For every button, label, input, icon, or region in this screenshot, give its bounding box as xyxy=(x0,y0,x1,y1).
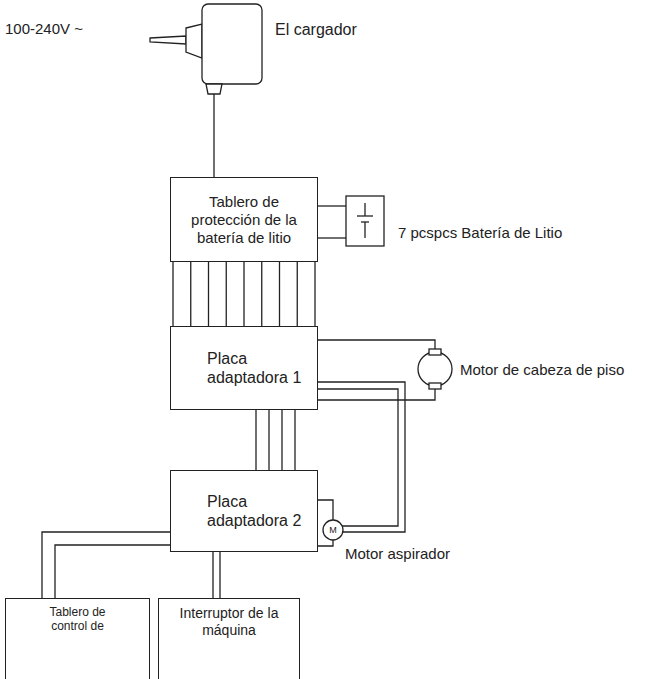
box-text: Placa adaptadora 1 xyxy=(207,349,307,387)
part-label: 100-240V ~ xyxy=(5,20,83,38)
protection-board: Tablero de protección de la batería de l… xyxy=(170,177,318,262)
part-label: El cargador xyxy=(275,20,357,39)
wire-connector xyxy=(261,262,262,326)
wire-connector xyxy=(55,545,170,598)
adapter-board: Placa adaptadora 2 xyxy=(170,470,318,552)
wire-connector xyxy=(208,262,209,326)
motor-letter: M xyxy=(329,525,337,536)
suction-motor-symbol xyxy=(318,382,405,546)
wire-connector xyxy=(172,262,173,326)
wire-connector xyxy=(314,262,315,326)
machine-switch: Interruptor de la máquina xyxy=(158,598,300,679)
wire-connector xyxy=(212,552,213,598)
adapter-board: Placa adaptadora 1 xyxy=(170,326,318,410)
floor-motor-symbol xyxy=(318,340,452,400)
wire-connector xyxy=(297,262,298,326)
box-text: Tablero de control de xyxy=(38,605,118,634)
part-label: 7 pcspcs Batería de Litio xyxy=(398,224,562,242)
wire-connector xyxy=(42,532,170,598)
wire-connector xyxy=(190,262,191,326)
wire-connector xyxy=(294,410,295,470)
wire-connector xyxy=(268,410,269,470)
wire-connector xyxy=(279,262,280,326)
battery-symbol xyxy=(318,196,384,246)
wire-connector xyxy=(281,410,282,470)
wire-connector xyxy=(219,552,220,598)
box-text: Interruptor de la máquina xyxy=(174,605,284,639)
wire-connector xyxy=(226,262,227,326)
box-text: Tablero de protección de la batería de l… xyxy=(179,193,309,247)
part-label: Motor de cabeza de piso xyxy=(460,361,624,379)
box-text: Placa adaptadora 2 xyxy=(207,492,307,530)
control-board: Tablero de control de xyxy=(5,598,150,679)
part-label: Motor aspirador xyxy=(345,545,450,563)
charger-icon xyxy=(150,4,262,177)
wire-connector xyxy=(255,410,256,470)
wire-connector xyxy=(243,262,244,326)
